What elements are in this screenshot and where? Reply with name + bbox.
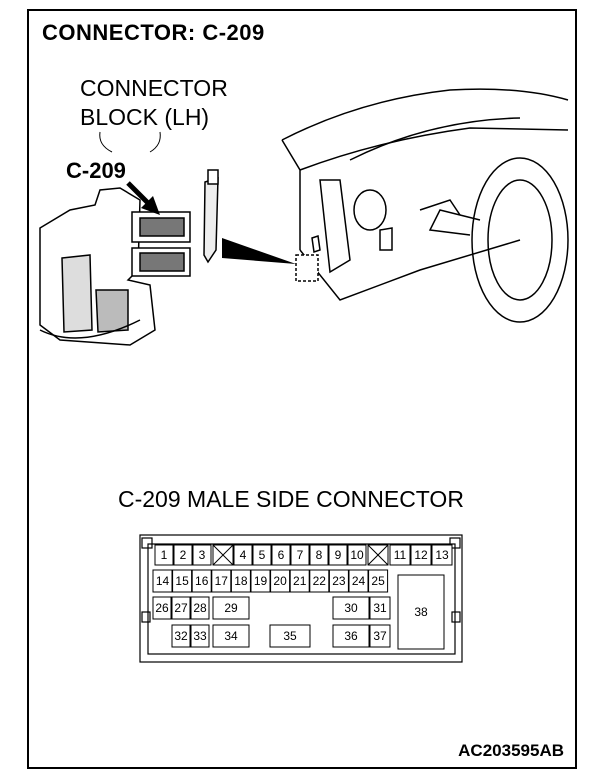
pin-cavity (171, 624, 191, 648)
pin-cavity (270, 569, 291, 593)
pin-cavity (252, 544, 272, 566)
pin-cavity (173, 544, 193, 566)
guide-left (141, 611, 151, 623)
pin-number-label: 22 (313, 574, 327, 588)
pin-number-label: 23 (332, 574, 346, 588)
pin-number-label: 26 (155, 601, 169, 615)
pin-number-label: 7 (297, 548, 304, 562)
pin-number-label: 2 (180, 548, 187, 562)
pin-cavity (369, 596, 391, 620)
guide-right (451, 611, 461, 623)
pin-number-label: 34 (224, 629, 238, 643)
pin-number-label: 12 (414, 548, 428, 562)
pin-number-label: 13 (435, 548, 449, 562)
pin-cavity (431, 544, 453, 566)
pin-cavity (410, 544, 432, 566)
pin-cavity (190, 624, 210, 648)
pin-cavity (332, 596, 370, 620)
pin-number-label: 37 (373, 629, 387, 643)
connector-block-label-line2: BLOCK (LH) (80, 104, 210, 130)
callout-arrow (126, 181, 160, 215)
pin-number-label: 35 (283, 629, 297, 643)
pin-cavity (328, 569, 349, 593)
pin-cavity (233, 544, 253, 566)
pin-cavity (250, 569, 271, 593)
latch-right (449, 537, 461, 549)
pin-number-label: 6 (278, 548, 285, 562)
connector-inner-outline (147, 543, 456, 655)
location-pointer (222, 238, 296, 264)
pin-cavity (192, 544, 212, 566)
pin-cavity (389, 544, 411, 566)
pin-number-label: 38 (414, 605, 428, 619)
figure-frame (27, 9, 577, 769)
pin-number-label: 27 (174, 601, 188, 615)
pin-cavity (154, 544, 174, 566)
connector-block-label: CONNECTOR BLOCK (LH) (80, 74, 228, 132)
pin-number-label: 17 (215, 574, 229, 588)
pin-number-label: 25 (371, 574, 385, 588)
pin-cavity (397, 574, 445, 650)
connector-callout: C-209 (66, 158, 126, 183)
pin-cavity (152, 569, 173, 593)
installation-illustration (39, 88, 569, 346)
pin-cavity (152, 596, 172, 620)
connector-block-drawing (39, 169, 219, 346)
pin-number-label: 24 (352, 574, 366, 588)
pin-number-label: 36 (344, 629, 358, 643)
pin-cavity (289, 569, 310, 593)
figure-code: AC203595AB (458, 741, 564, 760)
pin-number-label: 11 (394, 548, 407, 562)
pin-number-label: 3 (199, 548, 206, 562)
pin-cavity (271, 544, 291, 566)
pin-number-label: 4 (240, 548, 247, 562)
pin-number-label: 29 (224, 601, 238, 615)
pin-cavity (211, 569, 232, 593)
leader-lines (99, 131, 161, 153)
figure-title: CONNECTOR: C-209 (42, 20, 265, 45)
pin-number-label: 10 (350, 548, 364, 562)
pin-number-label: 33 (193, 629, 207, 643)
pin-cavity (212, 596, 250, 620)
pin-number-label: 9 (335, 548, 342, 562)
pin-number-label: 32 (174, 629, 188, 643)
connector-block-label-line1: CONNECTOR (80, 75, 228, 101)
pin-cavity (328, 544, 348, 566)
pin-number-label: 16 (195, 574, 209, 588)
pin-cavity (347, 544, 367, 566)
pin-cavity (171, 596, 191, 620)
pin-cavity (190, 596, 210, 620)
pin-cavity (212, 624, 250, 648)
pin-number-label: 15 (175, 574, 189, 588)
pin-number-label: 8 (316, 548, 323, 562)
pin-number-label: 1 (161, 548, 168, 562)
pin-cavity (309, 544, 329, 566)
pin-cavity (332, 624, 370, 648)
pin-number-label: 5 (259, 548, 266, 562)
pin-number-label: 18 (234, 574, 248, 588)
pin-cavity (290, 544, 310, 566)
connector-housing (139, 534, 463, 663)
pin-number-label: 20 (273, 574, 287, 588)
pin-cavity (269, 624, 311, 648)
latch-left (141, 537, 153, 549)
pin-cavity (348, 569, 369, 593)
pin-cavity (172, 569, 193, 593)
pin-number-label: 21 (293, 574, 307, 588)
connector-face-title: C-209 MALE SIDE CONNECTOR (118, 486, 464, 512)
pin-cavity (369, 624, 391, 648)
pin-cavity (191, 569, 212, 593)
pin-number-label: 14 (156, 574, 170, 588)
pin-cavity (230, 569, 251, 593)
pin-number-label: 19 (254, 574, 268, 588)
pin-number-label: 30 (344, 601, 358, 615)
pin-number-label: 28 (193, 601, 207, 615)
pin-cavity (368, 569, 389, 593)
pin-number-label: 31 (373, 601, 387, 615)
pin-cavity (309, 569, 330, 593)
dashboard-drawing (281, 88, 569, 323)
